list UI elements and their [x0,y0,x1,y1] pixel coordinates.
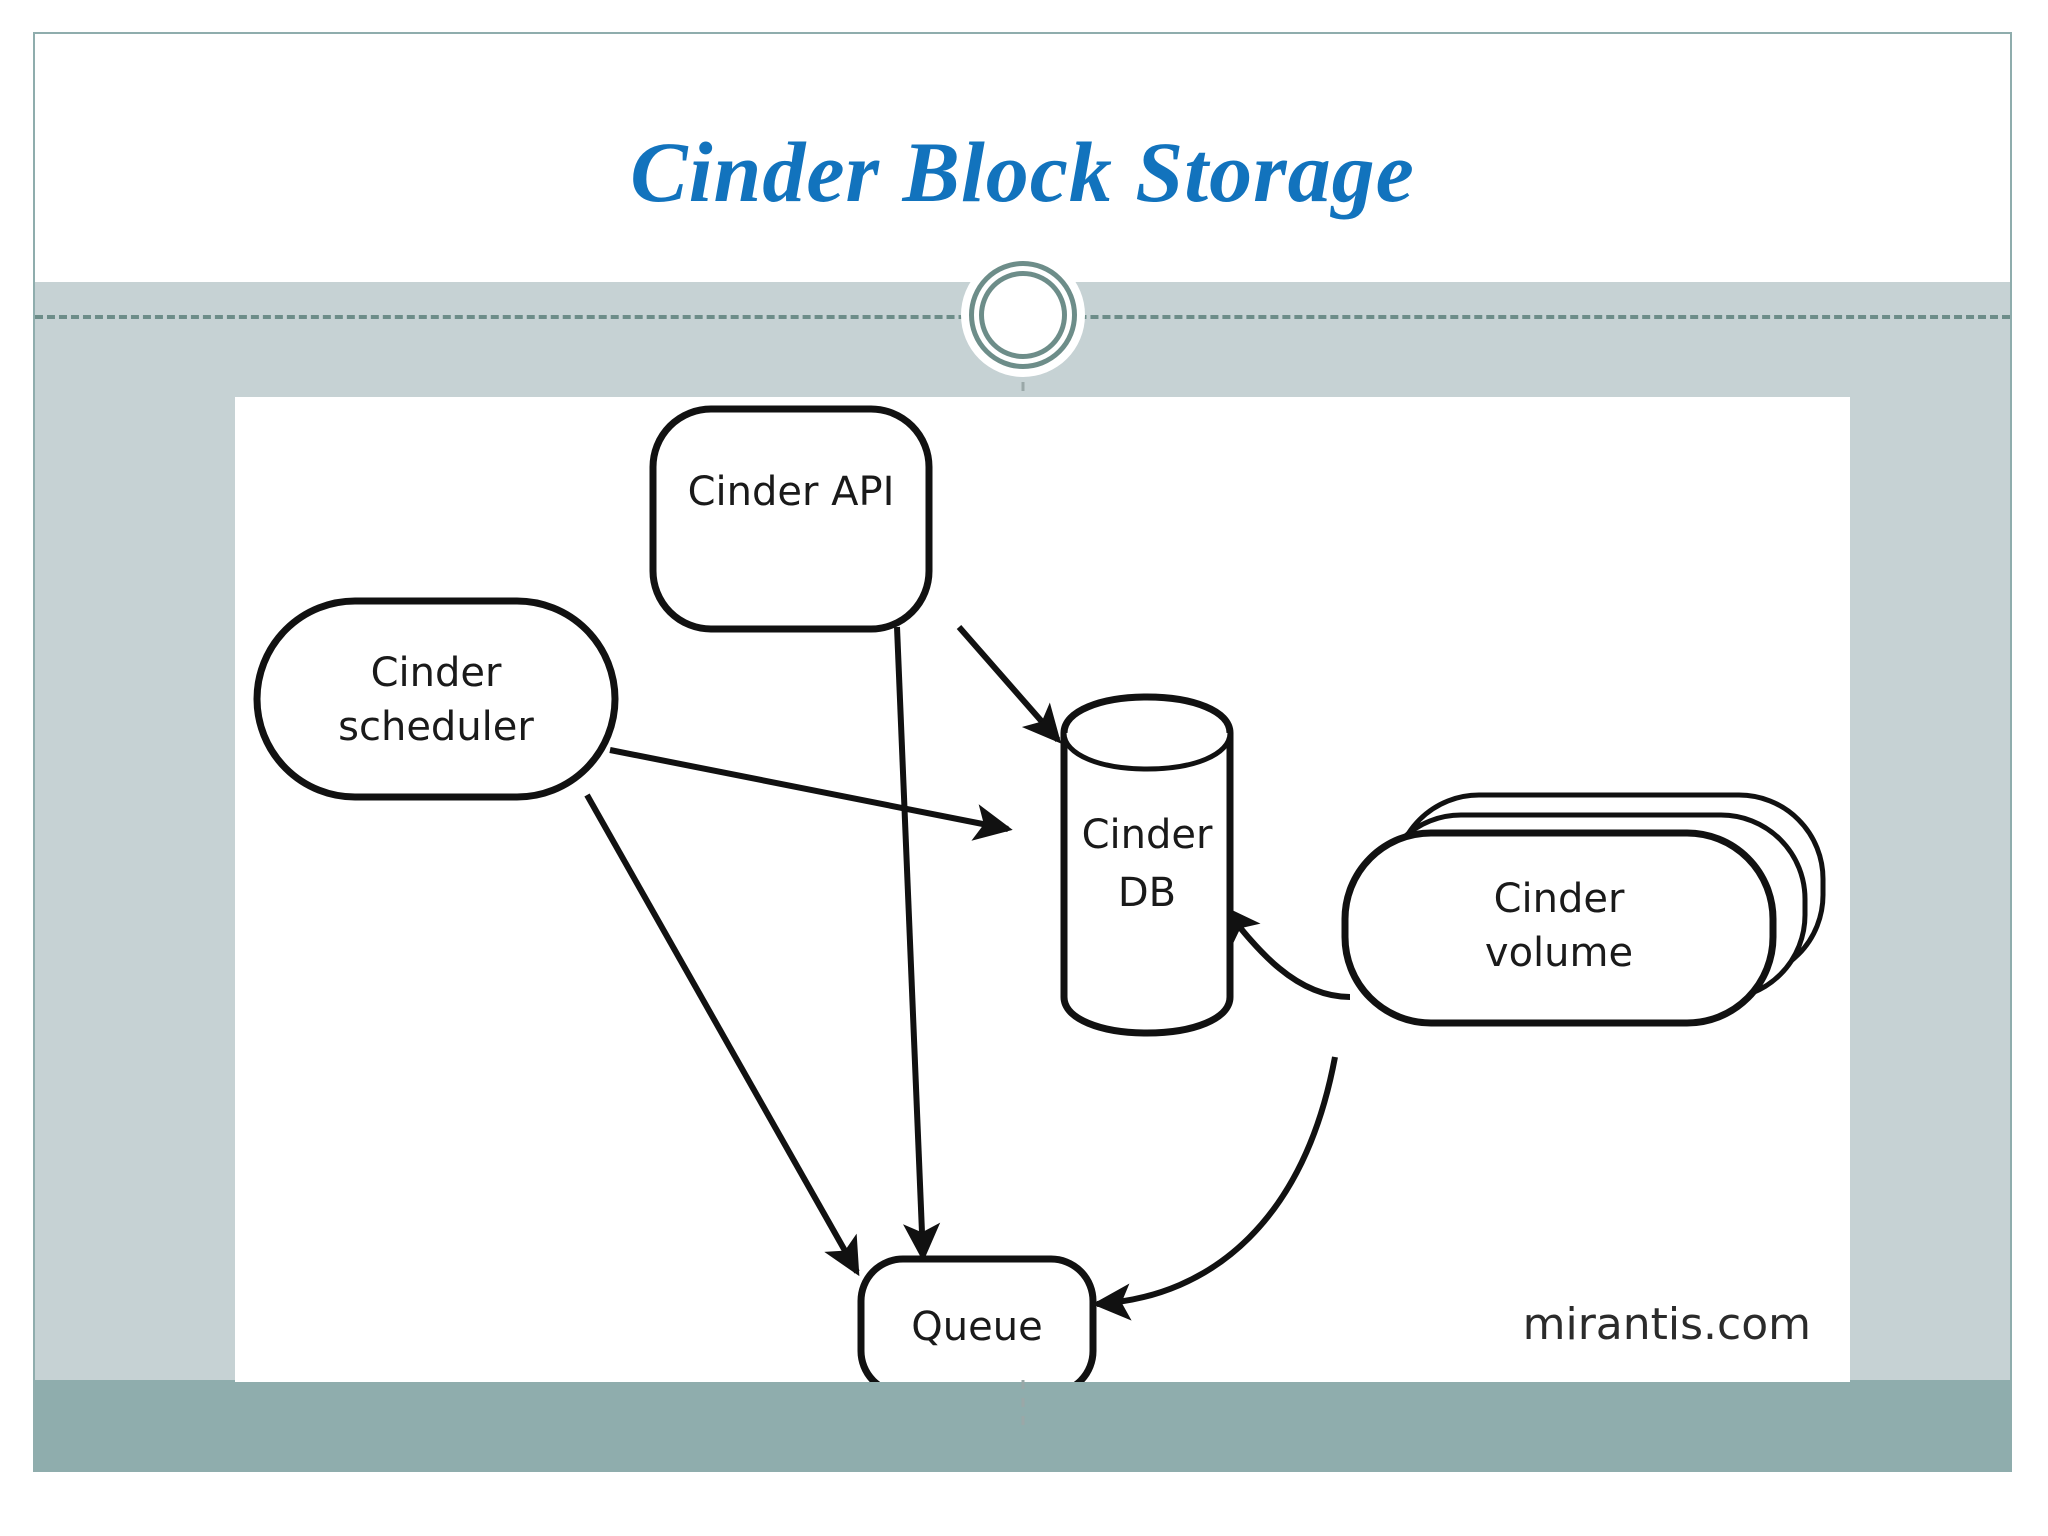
presentation-slide: Cinder Block Storage [33,32,2012,1472]
node-label-cinder-volume-line1: Cinder [1494,876,1625,922]
circle-ornament-inner-ring [978,271,1067,359]
node-label-cinder-volume-line2: volume [1485,930,1633,976]
edge-cinder-api-to-queue [894,626,941,1262]
node-cinder-db[interactable]: Cinder DB [1060,693,1234,1037]
node-label-queue: Queue [911,1304,1042,1350]
node-queue[interactable]: Queue [857,1255,1097,1382]
architecture-diagram: Cinder API Cinder scheduler Cinder DB [253,405,1826,1382]
node-label-cinder-api: Cinder API [688,469,895,515]
node-label-cinder-db-line2: DB [1118,870,1176,916]
edge-cinder-scheduler-to-queue [584,793,860,1277]
node-label-cinder-db-line1: Cinder [1082,812,1213,858]
circle-ornament-icon [960,253,1085,377]
page-title: Cinder Block Storage [630,124,1415,220]
edge-cinder-api-to-cinder-db [956,625,1062,744]
node-cinder-api[interactable]: Cinder API [649,405,933,633]
edge-cinder-volume-to-cinder-db [1222,905,1351,1000]
diagram-canvas: Cinder API Cinder scheduler Cinder DB [235,397,1850,1382]
node-label-cinder-scheduler-line2: scheduler [338,704,534,750]
node-label-cinder-scheduler-line1: Cinder [371,650,502,696]
edge-cinder-volume-to-queue [1092,1056,1338,1321]
diagram-connectors [584,625,1351,1321]
slide-title-area: Cinder Block Storage [35,34,2010,282]
node-cinder-scheduler[interactable]: Cinder scheduler [253,597,619,801]
slide-footer-band [35,1380,2010,1470]
node-cinder-volume[interactable]: Cinder volume [1341,792,1826,1027]
edge-cinder-scheduler-to-cinder-db [609,747,1013,841]
watermark-label: mirantis.com [1523,1299,1811,1350]
